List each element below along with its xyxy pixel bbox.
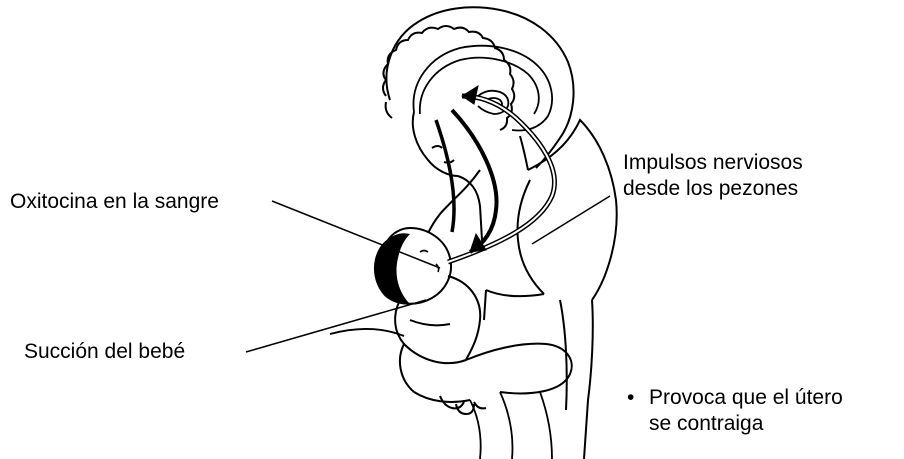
label-uterus-contraction-line2: se contraiga — [649, 411, 843, 437]
label-baby-suction: Succión del bebé — [24, 339, 185, 365]
bullet-marker: • — [627, 385, 634, 411]
brain-outline — [413, 46, 552, 131]
label-nerve-impulses-line2: desde los pezones — [623, 176, 803, 202]
label-uterus-contraction: • Provoca que el útero se contraiga — [627, 385, 843, 437]
baby-head — [375, 228, 451, 304]
label-nerve-impulses: Impulsos nerviosos desde los pezones — [623, 150, 803, 202]
label-uterus-contraction-text: Provoca que el útero se contraiga — [649, 385, 843, 437]
leader-line-suction — [246, 300, 426, 352]
label-nerve-impulses-line1: Impulsos nerviosos — [623, 150, 803, 176]
label-uterus-contraction-line1: Provoca que el útero — [649, 385, 843, 411]
leader-line-nerves — [532, 196, 610, 244]
label-oxytocin-in-blood: Oxitocina en la sangre — [10, 189, 219, 215]
